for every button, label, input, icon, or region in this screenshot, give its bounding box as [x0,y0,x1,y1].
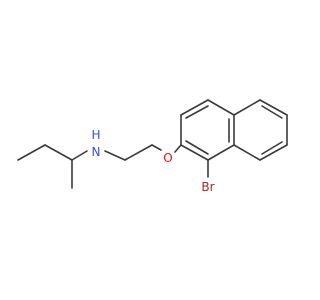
bond-ethyl-ch2 [44,144,73,161]
oxygen-atom-label: O [163,151,172,165]
bond-nitrogen-to-ch2 [104,150,126,161]
molecule-diagram: N H O Br [17,99,288,194]
bond-ring-b-inner-1 [261,105,283,119]
nitrogen-hydrogen-label: H [91,128,100,142]
bond-ring-a-inner-1 [185,105,209,119]
bond-ring-b-2 [259,99,288,116]
bond-ring-b-1 [233,99,261,116]
bond-oxygen-to-ring [174,144,182,153]
bond-ch2-to-oxygen [151,144,162,151]
bond-ring-a-6 [180,144,209,161]
bond-ch-to-nitrogen [71,150,88,161]
bond-ring-b-4 [259,144,288,161]
bond-ring-b-inner-2 [261,141,283,155]
bond-ring-b-5 [233,144,261,161]
bond-ring-a-inner-3 [185,140,209,155]
bond-ring-a-3 [207,99,235,116]
bromine-atom-label: Br [201,180,214,194]
bond-ch2-ch2 [124,144,153,161]
bond-ring-a-2 [180,99,209,116]
nitrogen-atom-label: N [92,145,101,159]
bond-ethyl-ch3 [17,144,46,161]
bond-ring-a-5 [207,144,235,161]
